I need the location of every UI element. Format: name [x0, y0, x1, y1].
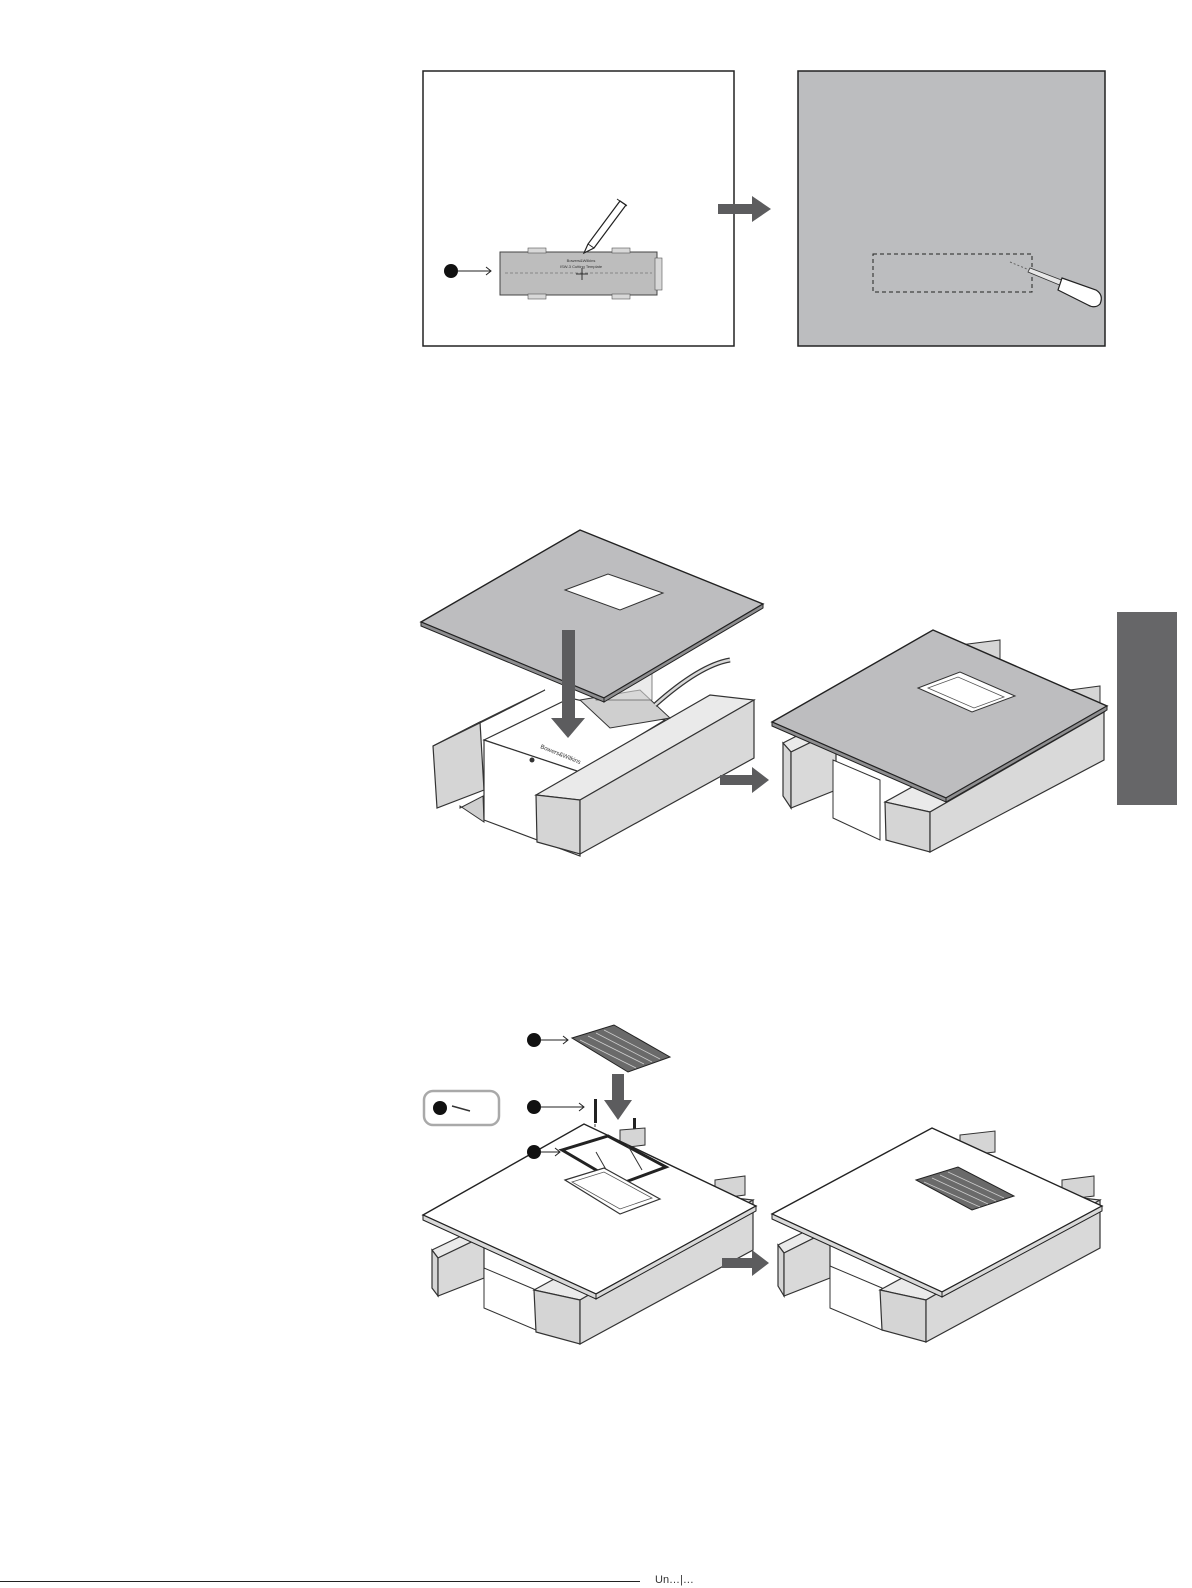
footer-text: Un…|… [655, 1574, 694, 1586]
step3-finished-illustration [772, 1128, 1102, 1342]
callout-dot-icon [433, 1101, 447, 1115]
arrow-down-icon [604, 1074, 632, 1120]
step2-mount-illustration: Bowers&Wilkins [421, 530, 763, 856]
template-title-text: ISW-3 Cutting Template [560, 264, 603, 269]
step3-grille-illustration [423, 1025, 756, 1344]
footer-rule [0, 1581, 640, 1582]
step1-cut-panel [798, 71, 1105, 346]
cutting-template: Bowers&Wilkins ISW-3 Cutting Template [500, 248, 662, 299]
callout-dot-icon [527, 1100, 541, 1114]
step1-template-panel: Bowers&Wilkins ISW-3 Cutting Template [423, 71, 734, 346]
template-brand-text: Bowers&Wilkins [567, 258, 596, 263]
wall-board [421, 530, 763, 698]
step2-mounted-illustration [772, 630, 1107, 852]
grille [572, 1025, 670, 1072]
callout-dot-icon [527, 1033, 541, 1047]
section-tab [1117, 612, 1177, 805]
callout-dot-icon [444, 264, 458, 278]
callout-dot-icon [527, 1145, 541, 1159]
